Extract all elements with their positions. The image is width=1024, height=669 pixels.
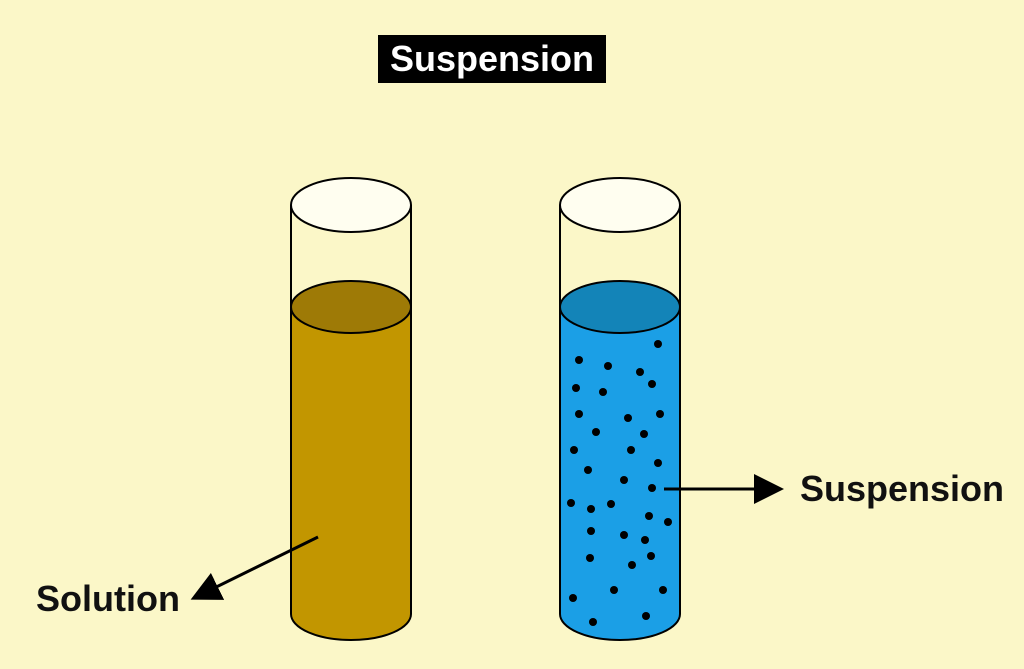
- particle-dot: [659, 586, 667, 594]
- particle-dot: [586, 554, 594, 562]
- suspension-liquid-surface: [559, 280, 681, 334]
- particle-dot: [567, 499, 575, 507]
- particle-dot: [641, 536, 649, 544]
- diagram-title: Suspension: [378, 35, 607, 83]
- particle-dot: [620, 531, 628, 539]
- particle-dot: [640, 430, 648, 438]
- solution-tube-rim: [290, 177, 412, 233]
- particle-dot: [592, 428, 600, 436]
- particle-dot: [628, 561, 636, 569]
- particle-dot: [627, 446, 635, 454]
- suspension-label: Suspension: [800, 468, 1005, 509]
- suspension-test-tube: [559, 177, 681, 641]
- particle-dot: [587, 505, 595, 513]
- particle-dot: [664, 518, 672, 526]
- particle-dot: [570, 446, 578, 454]
- solution-liquid-surface: [290, 280, 412, 334]
- particle-dot: [610, 586, 618, 594]
- particle-dot: [648, 484, 656, 492]
- solution-liquid: [290, 306, 412, 641]
- particle-dot: [648, 380, 656, 388]
- solution-arrow-icon: [190, 535, 319, 600]
- particle-dot: [654, 459, 662, 467]
- particle-dot: [572, 384, 580, 392]
- particle-dot: [636, 368, 644, 376]
- solution-label: Solution: [36, 578, 180, 619]
- particle-dot: [647, 552, 655, 560]
- suspension-tube-rim: [559, 177, 681, 233]
- particle-dot: [587, 527, 595, 535]
- particle-dot: [584, 466, 592, 474]
- particle-dot: [589, 618, 597, 626]
- solution-test-tube: [290, 177, 412, 641]
- particle-dot: [599, 388, 607, 396]
- particle-dot: [569, 594, 577, 602]
- particle-dot: [604, 362, 612, 370]
- particle-dot: [620, 476, 628, 484]
- particle-dot: [656, 410, 664, 418]
- particle-dot: [575, 410, 583, 418]
- particle-dot: [624, 414, 632, 422]
- particle-dot: [645, 512, 653, 520]
- particle-dot: [575, 356, 583, 364]
- particle-dot: [642, 612, 650, 620]
- particle-dot: [607, 500, 615, 508]
- suspended-particles: [567, 340, 672, 626]
- particle-dot: [654, 340, 662, 348]
